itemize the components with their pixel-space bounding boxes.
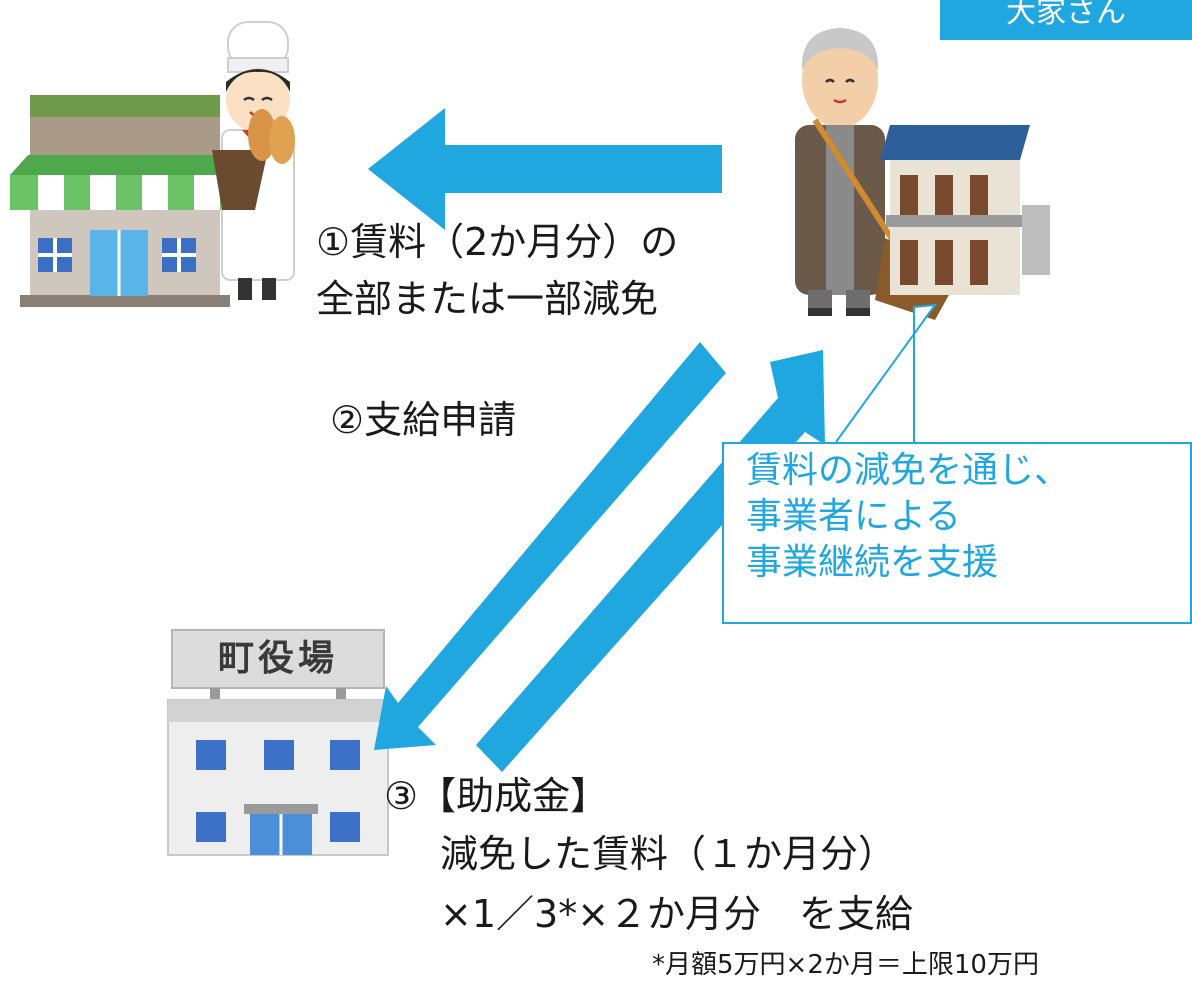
bakery-shop-icon (10, 95, 240, 307)
support-callout: 賃料の減免を通じ、 事業者による 事業継続を支援 (722, 442, 1192, 624)
step3-line1: ③【助成金】 (384, 774, 609, 818)
step3-line3: ×1／3*×２か月分 を支給 (440, 892, 914, 936)
arrow-rent-reduction (368, 108, 722, 230)
callout-leader (835, 303, 938, 443)
town-hall-sign: 町役場 (217, 638, 338, 679)
landlord-tag: 大家さん (940, 0, 1192, 40)
baker-chef-icon (212, 21, 295, 300)
arrow-application (374, 342, 726, 750)
callout-line1: 賃料の減免を通じ、 (746, 450, 1071, 491)
landlord-tag-label: 大家さん (1006, 0, 1126, 30)
step1-line1: ①賃料（2か月分）の (316, 220, 679, 264)
callout-line2: 事業者による (746, 496, 961, 537)
step3-line2: 減免した賃料（１か月分） (440, 832, 897, 876)
callout-line3: 事業継続を支援 (746, 542, 999, 583)
apartment-building-icon (880, 125, 1050, 295)
step2-label: ②支給申請 (330, 398, 517, 442)
step1-line2: 全部または一部減免 (316, 277, 659, 321)
footnote: *月額5万円×2か月＝上限10万円 (652, 950, 1039, 980)
town-hall-building-icon (167, 629, 389, 856)
